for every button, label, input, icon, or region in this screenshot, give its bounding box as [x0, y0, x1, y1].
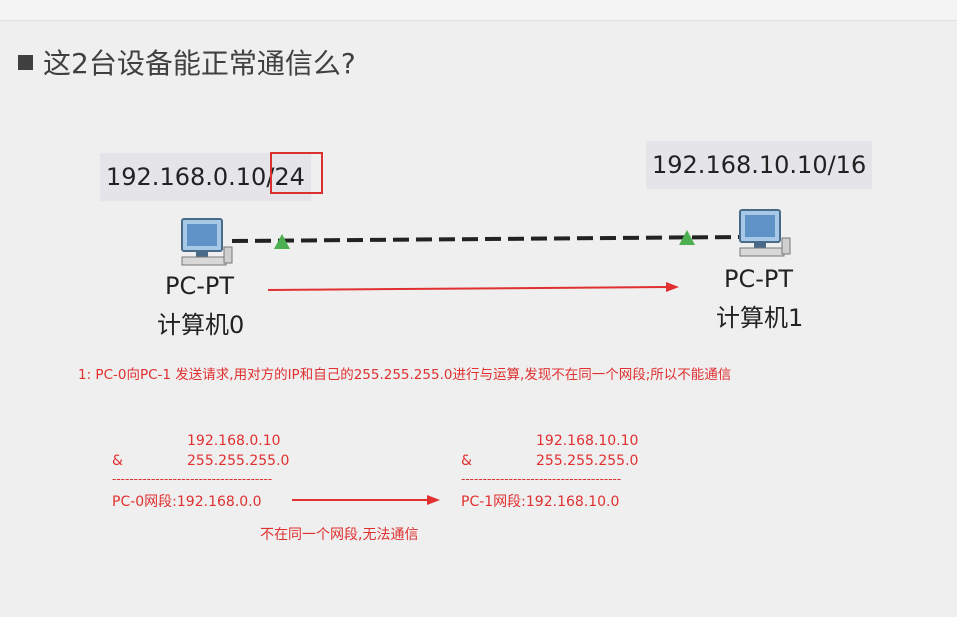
- link-status-triangle-right: [679, 230, 695, 245]
- pc1-ip-label: 192.168.10.10/16: [646, 141, 873, 189]
- slide-title: 这2台设备能正常通信么?: [18, 42, 356, 82]
- top-bar: [0, 0, 957, 21]
- calc-left-ip: 192.168.0.10: [187, 433, 281, 449]
- calc-right-ip: 192.168.10.10: [536, 433, 639, 449]
- pc1-name-label: 计算机1: [716, 304, 804, 332]
- pc0-name-label: 计算机0: [157, 311, 245, 339]
- mask-highlight-box: [270, 152, 323, 194]
- calc-right-result: PC-1网段:192.168.10.0: [461, 494, 620, 510]
- explanation-note: 1: PC-0向PC-1 发送请求,用对方的IP和自己的255.255.255.…: [78, 367, 732, 383]
- calc-right-mask: 255.255.255.0: [536, 453, 639, 469]
- bullet-square-icon: [18, 54, 33, 70]
- calc-left-mask: 255.255.255.0: [187, 453, 290, 469]
- request-arrow-head: [666, 282, 679, 292]
- calc-right-op: &: [461, 453, 472, 469]
- network-link-dashed: [231, 235, 741, 243]
- calc-right-divider: -------------------------------------: [461, 472, 622, 486]
- title-text: 这2台设备能正常通信么?: [43, 47, 356, 80]
- request-arrow-line: [267, 286, 669, 291]
- calc-left-result: PC-0网段:192.168.0.0: [112, 494, 262, 510]
- pc0-ip-mask: 24: [274, 163, 305, 191]
- calc-left-divider: -------------------------------------: [112, 472, 273, 486]
- pc0-model-label: PC-PT: [165, 272, 235, 300]
- calc-left-op: &: [112, 453, 123, 469]
- pc1-computer-icon: [739, 209, 791, 257]
- pc0-computer-icon: [181, 218, 233, 266]
- conclusion-text: 不在同一个网段,无法通信: [260, 527, 419, 543]
- pc0-ip-prefix: 192.168.0.10/: [106, 163, 275, 191]
- calc-arrow-head: [427, 495, 440, 505]
- pc1-model-label: PC-PT: [724, 265, 794, 293]
- pc0-ip-label: 192.168.0.10/24: [100, 153, 311, 201]
- link-status-triangle-left: [274, 234, 290, 249]
